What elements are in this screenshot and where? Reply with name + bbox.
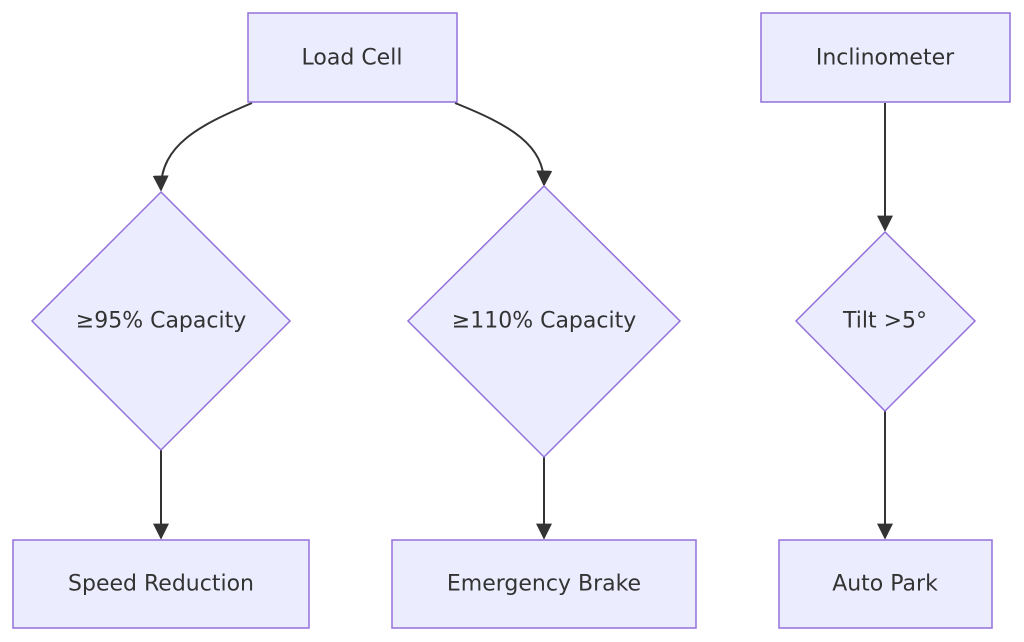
node-speed-reduction-label: Speed Reduction	[68, 572, 254, 597]
decision-cap95-label: ≥95% Capacity	[76, 309, 246, 334]
node-auto-park: Auto Park	[778, 539, 993, 629]
node-load-cell-label: Load Cell	[302, 46, 403, 71]
node-inclinometer-label: Inclinometer	[816, 46, 955, 71]
decision-cap95: ≥95% Capacity	[30, 190, 292, 452]
decision-cap110-label: ≥110% Capacity	[452, 309, 636, 334]
decision-tilt-label: Tilt >5°	[842, 309, 927, 334]
decision-tilt: Tilt >5°	[794, 230, 977, 413]
edge-loadcell-cap110	[454, 102, 553, 187]
node-emergency-brake-label: Emergency Brake	[447, 572, 641, 597]
node-inclinometer: Inclinometer	[760, 12, 1011, 103]
edge-loadcell-cap95	[152, 102, 253, 192]
node-load-cell: Load Cell	[247, 12, 458, 103]
node-speed-reduction: Speed Reduction	[12, 539, 310, 629]
node-emergency-brake: Emergency Brake	[391, 539, 697, 629]
node-auto-park-label: Auto Park	[832, 572, 938, 597]
decision-cap110: ≥110% Capacity	[406, 184, 682, 459]
